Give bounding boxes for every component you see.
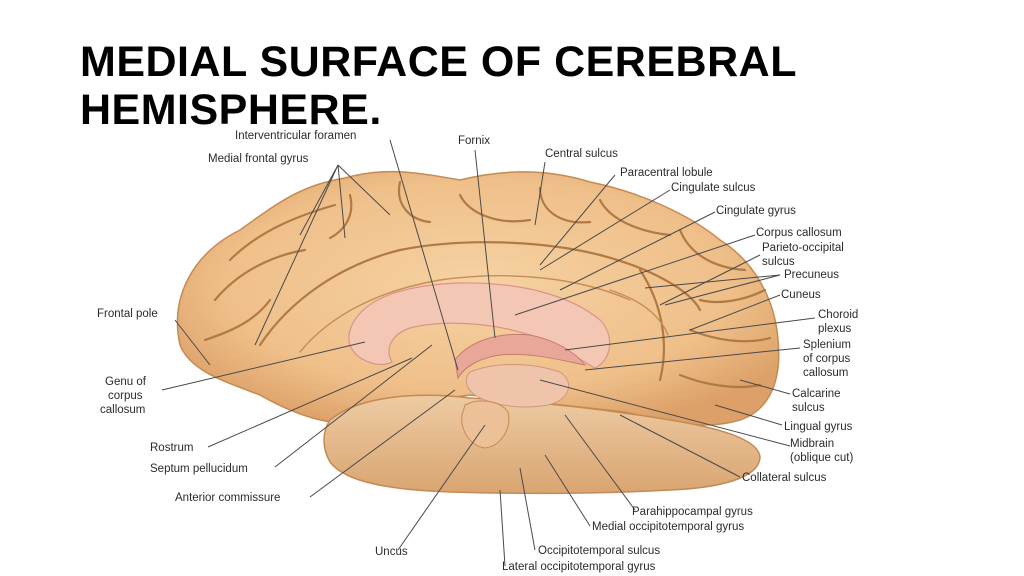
- label-midbrain-line-1: Midbrain: [790, 438, 834, 450]
- label-central-sulcus: Central sulcus: [545, 148, 618, 160]
- label-splenium-line-1: Splenium: [803, 339, 851, 351]
- label-midbrain-line-2: (oblique cut): [790, 452, 853, 464]
- slide-title-line-2: HEMISPHERE.: [80, 86, 382, 134]
- corpus-callosum: [348, 282, 611, 449]
- label-cingulate-gyrus: Cingulate gyrus: [716, 205, 796, 217]
- label-parahippocampal-gyrus: Parahippocampal gyrus: [632, 506, 753, 518]
- label-occipitotemporal-sulcus: Occipitotemporal sulcus: [538, 545, 660, 557]
- label-anterior-commissure: Anterior commissure: [175, 492, 280, 504]
- label-interventricular-foramen: Interventricular foramen: [235, 130, 356, 142]
- label-medial-frontal-gyrus: Medial frontal gyrus: [208, 153, 309, 165]
- temporal-lobe: [323, 394, 761, 495]
- label-uncus: Uncus: [375, 546, 408, 558]
- label-fornix: Fornix: [458, 135, 490, 147]
- label-parieto-occipital-line-1: Parieto-occipital: [762, 242, 844, 254]
- slide-title: MEDIAL SURFACE OF CEREBRAL HEMISPHERE.: [80, 38, 797, 134]
- label-cuneus: Cuneus: [781, 289, 821, 301]
- label-calcarine-line-1: Calcarine: [792, 388, 841, 400]
- label-splenium-line-2: of corpus: [803, 353, 851, 365]
- label-choroid-line-2: plexus: [818, 323, 851, 335]
- label-lateral-occipitotemporal-gyrus: Lateral occipitotemporal gyrus: [502, 561, 656, 573]
- label-septum-pellucidum: Septum pellucidum: [150, 463, 248, 475]
- label-parieto-occipital-line-2: sulcus: [762, 256, 795, 268]
- labels: Interventricular foramen Medial frontal …: [97, 130, 858, 573]
- label-genu-line-1: Genu of: [105, 376, 147, 388]
- label-genu-line-3: callosum: [100, 404, 145, 416]
- label-precuneus: Precuneus: [784, 269, 839, 281]
- label-genu-line-2: corpus: [108, 390, 143, 402]
- label-medial-occipitotemporal-gyrus: Medial occipitotemporal gyrus: [592, 521, 744, 533]
- label-frontal-pole: Frontal pole: [97, 308, 158, 320]
- label-choroid-line-1: Choroid: [818, 309, 858, 321]
- label-calcarine-line-2: sulcus: [792, 402, 825, 414]
- fornix-shape: [454, 333, 587, 380]
- label-cingulate-sulcus: Cingulate sulcus: [671, 182, 756, 194]
- label-splenium-line-3: callosum: [803, 367, 848, 379]
- slide-title-line-1: MEDIAL SURFACE OF CEREBRAL: [80, 38, 797, 86]
- label-corpus-callosum: Corpus callosum: [756, 227, 842, 239]
- label-rostrum: Rostrum: [150, 442, 193, 454]
- label-paracentral-lobule: Paracentral lobule: [620, 167, 713, 179]
- leader-lines: [161, 139, 816, 567]
- label-lingual-gyrus: Lingual gyrus: [784, 421, 853, 433]
- label-collateral-sulcus: Collateral sulcus: [742, 472, 827, 484]
